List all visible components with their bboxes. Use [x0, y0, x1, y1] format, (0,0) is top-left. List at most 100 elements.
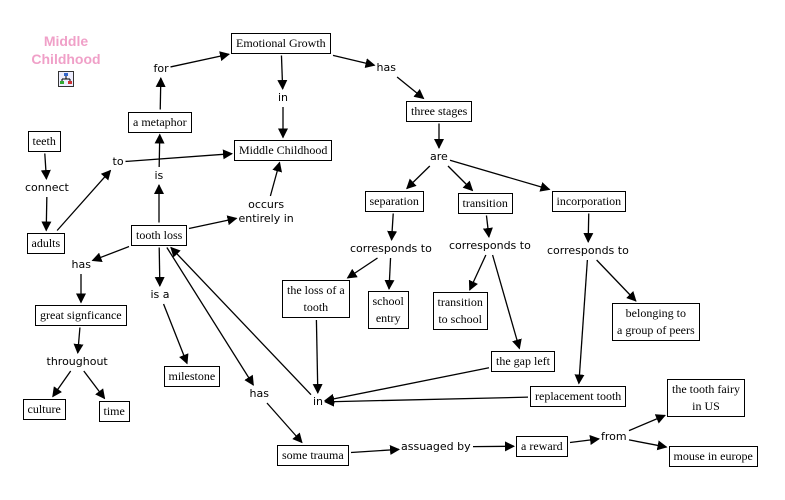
concept-node-time[interactable]: time: [98, 400, 130, 422]
concept-node-replacement[interactable]: replacement tooth: [530, 385, 627, 407]
connection-toothloss-has3: [166, 247, 254, 386]
connection-replacement-in2: [324, 396, 529, 407]
node-text: connect: [25, 181, 69, 194]
node-text: is a: [150, 288, 170, 301]
node-text: replacement tooth: [535, 388, 622, 403]
node-text: has: [376, 61, 396, 74]
connection-toothloss-has2: [91, 245, 130, 263]
connection-adults-to: [56, 169, 112, 231]
linking-phrase-corr2[interactable]: corresponds to: [449, 239, 531, 253]
concept-node-three[interactable]: three stages: [406, 100, 473, 122]
concept-node-mouse[interactable]: mouse in europe: [668, 445, 758, 467]
node-text: in: [278, 91, 289, 104]
node-text: has: [249, 387, 269, 400]
connection-corr2-transschool: [468, 254, 487, 291]
concept-node-belonging[interactable]: belonging to a group of peers: [612, 303, 700, 341]
node-text: entirely in: [238, 212, 294, 225]
connection-corr1-school: [384, 257, 395, 290]
connection-isa-milestone: [162, 303, 189, 365]
connection-throughout-time: [83, 370, 106, 400]
connection-transition-corr2: [482, 215, 493, 238]
linking-phrase-corr3[interactable]: corresponds to: [547, 244, 629, 258]
concept-node-reward[interactable]: a reward: [516, 435, 568, 457]
concept-node-school[interactable]: school entry: [367, 291, 409, 329]
connection-from-fairy: [628, 414, 666, 432]
connection-is-metaphor: [154, 133, 165, 168]
linking-phrase-in2[interactable]: in: [313, 395, 324, 409]
map-title-line-2: Childhood: [31, 51, 101, 67]
linking-phrase-is[interactable]: is: [154, 169, 164, 183]
concept-node-middle[interactable]: Middle Childhood: [234, 139, 333, 161]
linking-phrase-assuaged[interactable]: assuaged by: [401, 440, 471, 454]
concept-node-culture[interactable]: culture: [22, 398, 66, 420]
connection-in2-toothloss: [170, 246, 312, 396]
node-text: transition: [437, 295, 483, 309]
connection-are-incorporation: [449, 159, 551, 192]
connection-metaphor-for: [155, 77, 166, 110]
node-text: corresponds to: [350, 242, 432, 255]
linking-phrase-in1[interactable]: in: [278, 91, 289, 105]
concept-node-transschool[interactable]: transition to school: [432, 292, 488, 330]
connection-toothloss-isa: [154, 247, 165, 287]
linking-phrase-connect[interactable]: connect: [25, 181, 69, 195]
linking-phrase-has1[interactable]: has: [376, 61, 396, 75]
linking-phrase-throughout[interactable]: throughout: [46, 355, 108, 369]
node-text: occurs: [248, 198, 285, 211]
connection-corr3-belonging: [596, 259, 637, 302]
node-text: the gap left: [496, 353, 550, 368]
connection-emotional-in1: [277, 55, 288, 90]
node-text: assuaged by: [401, 440, 471, 453]
linking-phrase-are[interactable]: are: [430, 150, 448, 164]
concept-node-adults[interactable]: adults: [26, 232, 66, 254]
node-text: teeth: [32, 133, 56, 148]
node-text: corresponds to: [449, 239, 531, 252]
connection-significance-throughout: [73, 327, 84, 354]
concept-node-toothloss[interactable]: tooth loss: [131, 224, 188, 246]
connection-for-emotional: [170, 51, 230, 68]
node-text: three stages: [411, 103, 468, 118]
concept-node-metaphor[interactable]: a metaphor: [128, 111, 192, 133]
node-text: school: [372, 294, 404, 308]
concept-map-icon[interactable]: [58, 71, 74, 87]
connection-throughout-culture: [52, 370, 72, 398]
map-title-line-1: Middle: [43, 33, 89, 49]
node-text: transition: [462, 195, 508, 210]
node-text: a group of peers: [617, 323, 695, 337]
linking-phrase-has2[interactable]: has: [71, 258, 91, 272]
concept-node-gap[interactable]: the gap left: [491, 350, 555, 372]
map-title: Middle Childhood: [28, 32, 104, 68]
node-text: from: [601, 430, 627, 443]
node-text: in: [313, 395, 324, 408]
connection-are-separation: [406, 165, 431, 190]
linking-phrase-to[interactable]: to: [112, 155, 124, 169]
node-text: belonging to: [625, 306, 686, 320]
node-text: a metaphor: [133, 114, 187, 129]
concept-node-transition[interactable]: transition: [457, 192, 513, 214]
connection-are-transition: [447, 165, 474, 192]
linking-phrase-corr1[interactable]: corresponds to: [350, 242, 432, 256]
concept-node-trauma[interactable]: some trauma: [277, 444, 349, 466]
concept-node-milestone[interactable]: milestone: [163, 365, 221, 387]
concept-node-separation[interactable]: separation: [364, 190, 424, 212]
concept-node-emotional[interactable]: Emotional Growth: [231, 32, 331, 54]
node-text: to school: [438, 312, 482, 326]
linking-phrase-has3[interactable]: has: [249, 387, 269, 401]
concept-node-incorporation[interactable]: incorporation: [551, 190, 627, 212]
connection-gap-in2: [324, 367, 490, 404]
connection-lossofa-in2: [312, 319, 323, 394]
linking-phrase-isa[interactable]: is a: [150, 288, 170, 302]
node-text: culture: [27, 401, 61, 416]
linking-phrase-for[interactable]: for: [153, 62, 169, 76]
linking-phrase-from[interactable]: from: [601, 430, 627, 444]
node-text: are: [430, 150, 448, 163]
concept-node-significance[interactable]: great signficance: [35, 304, 127, 326]
node-text: the loss of a: [287, 283, 345, 297]
node-text: Middle Childhood: [239, 142, 328, 157]
concept-node-teeth[interactable]: teeth: [27, 130, 61, 152]
node-text: entry: [375, 311, 401, 325]
